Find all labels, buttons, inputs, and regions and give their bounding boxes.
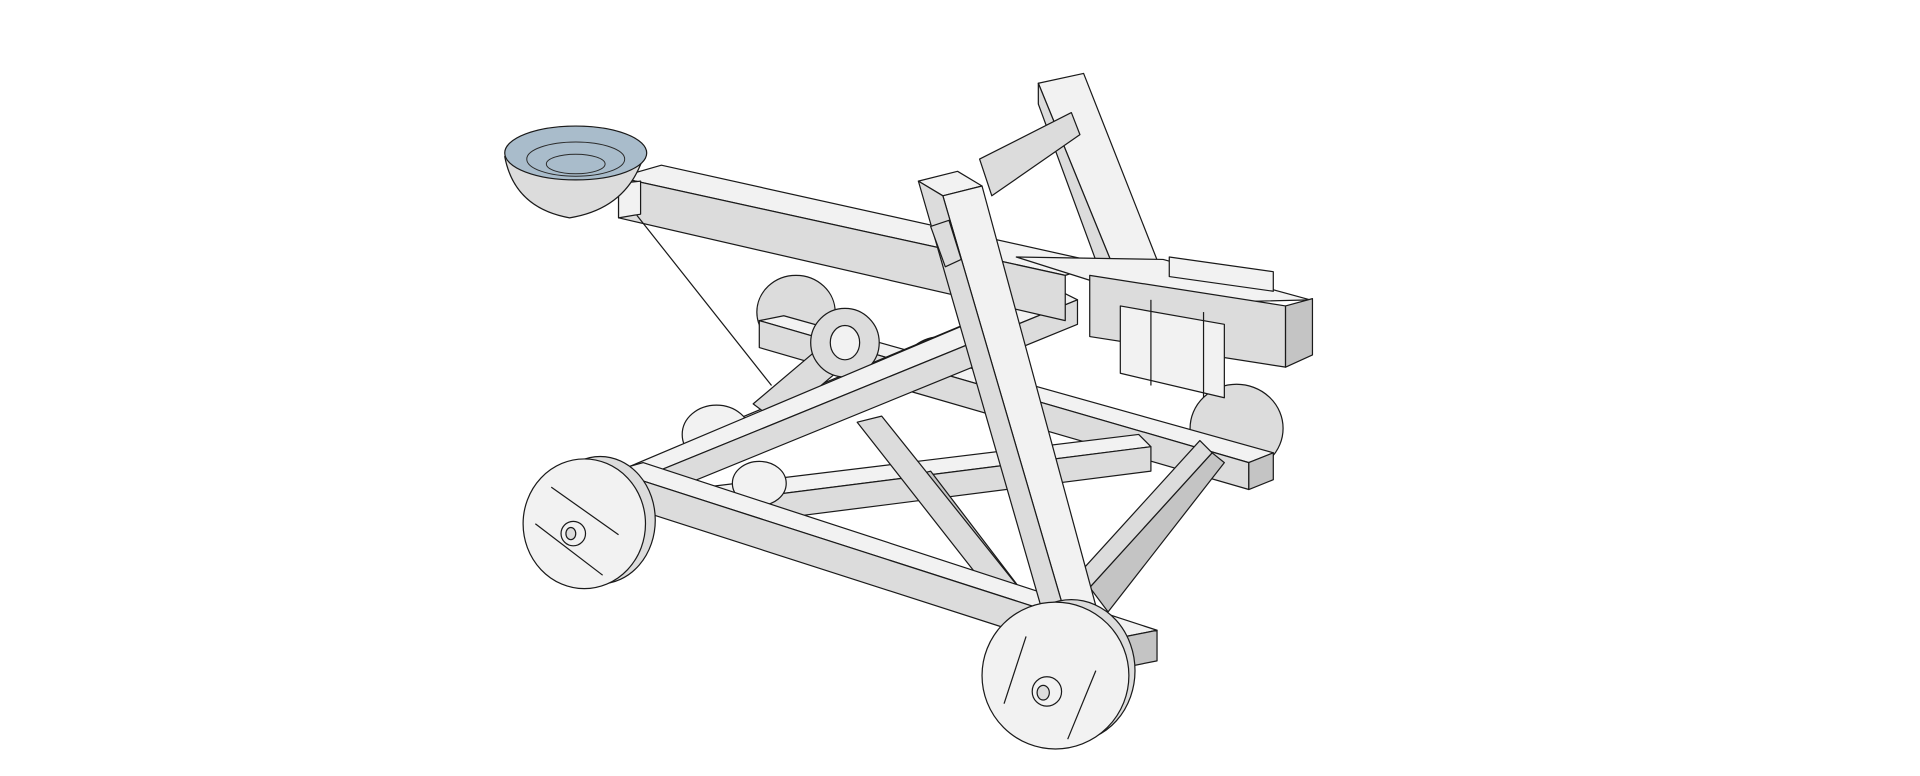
front-left-wheel bbox=[522, 455, 656, 590]
rear-upright bbox=[978, 72, 1164, 295]
front-right-wheel bbox=[981, 599, 1136, 750]
base-front-beam bbox=[611, 461, 1158, 668]
counterweight bbox=[1015, 256, 1314, 399]
bucket bbox=[504, 125, 648, 219]
front-upright bbox=[917, 170, 1097, 615]
